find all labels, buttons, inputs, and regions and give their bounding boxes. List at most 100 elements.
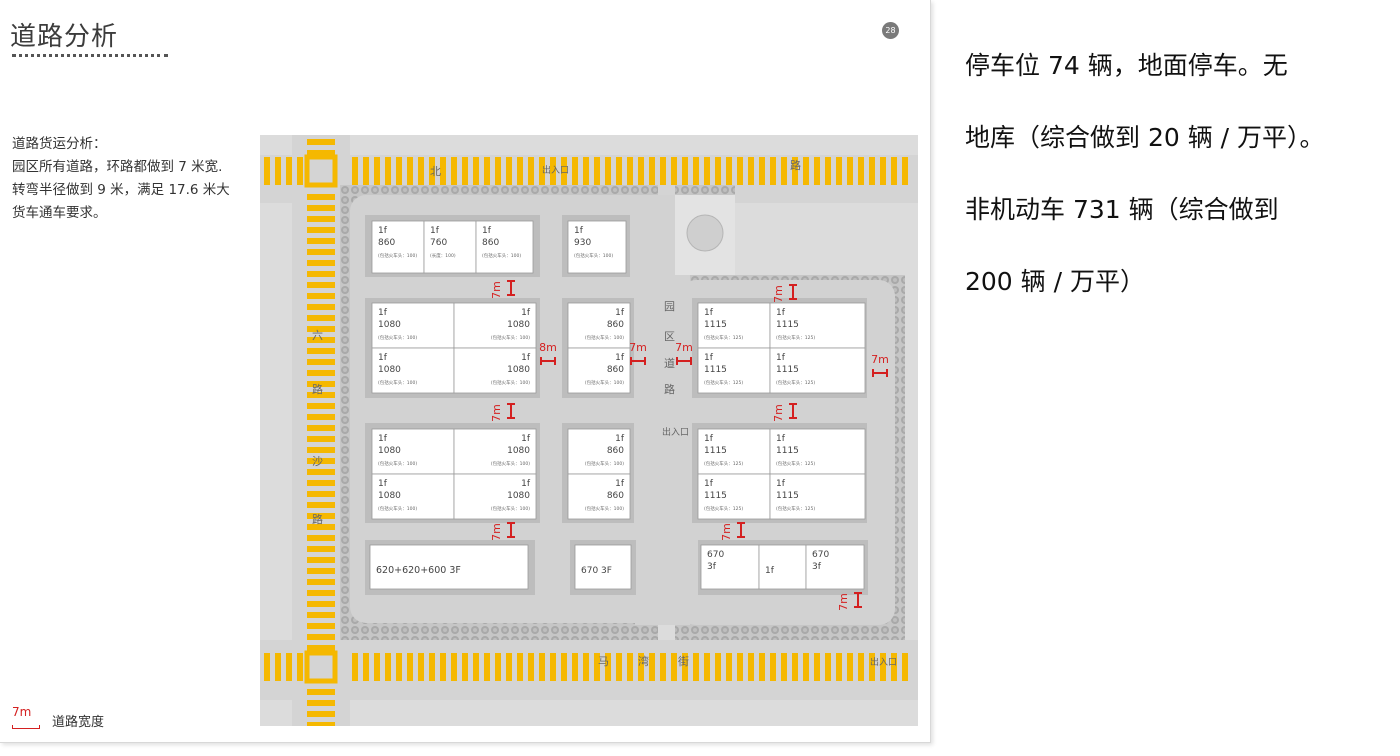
building-note: (包括火车头：100) <box>585 460 624 467</box>
stripe-left <box>307 623 335 629</box>
building-note: (包括火车头：125) <box>704 505 743 512</box>
stripe-top <box>550 157 556 185</box>
stripe-bottom <box>550 653 556 681</box>
stripe-bottom <box>484 653 490 681</box>
page-title: 道路分析 <box>10 22 119 52</box>
road-width-label: 7m <box>629 341 647 354</box>
stripe-top <box>660 157 666 185</box>
stripe-left <box>307 205 335 211</box>
stripe-top <box>770 157 776 185</box>
building-note: (包括火车头：100) <box>378 460 417 467</box>
building-note: (包括火车头：100) <box>585 334 624 341</box>
road-width-marker: 7m <box>720 522 745 541</box>
building-area: 1115 <box>776 491 799 501</box>
building-outline <box>758 544 807 590</box>
stripe-bottom <box>385 653 391 681</box>
stripe-bottom <box>891 653 897 681</box>
road-label-bottom-2: 湾 <box>638 654 649 668</box>
stripe-top <box>275 157 281 185</box>
building-area: 1115 <box>704 491 727 501</box>
stripe-bottom <box>495 653 501 681</box>
building-outline <box>567 220 627 274</box>
building-area: 1f <box>765 566 775 576</box>
stripe-top <box>836 157 842 185</box>
page-number-badge: 28 <box>882 22 899 39</box>
building-area: 3f <box>707 562 717 572</box>
stripe-left <box>307 546 335 552</box>
road-label-bottom-3: 街 <box>678 654 689 668</box>
building-area: 860 <box>607 446 624 456</box>
stripe-left <box>307 557 335 563</box>
road-width-label: 7m <box>772 285 785 303</box>
stripe-top <box>539 157 545 185</box>
slide-panel: 道路分析 28 道路货运分析： 园区所有道路，环路都做到 7 米宽. 转弯半径做… <box>0 0 931 743</box>
building-outline <box>769 428 866 475</box>
stripe-left <box>307 194 335 200</box>
stripe-top <box>407 157 413 185</box>
stripe-left <box>307 260 335 266</box>
stripe-left <box>307 491 335 497</box>
building-outline <box>567 428 631 475</box>
road-label-middle-2: 区 <box>664 330 675 343</box>
road-width-label: 7m <box>720 523 733 541</box>
building-floor: 1f <box>615 308 625 318</box>
road-width-marker: 8m <box>539 341 557 365</box>
road-width-label: 7m <box>490 404 503 422</box>
road-width-label: 7m <box>675 341 693 354</box>
stripe-top <box>781 157 787 185</box>
stripe-bottom <box>297 653 303 681</box>
stripe-top <box>638 157 644 185</box>
building-floor: 670 <box>707 550 724 560</box>
stripe-left <box>307 634 335 640</box>
stripe-left <box>307 722 335 726</box>
stripe-bottom <box>462 653 468 681</box>
stripe-bottom <box>572 653 578 681</box>
building-floor: 1f <box>378 226 388 236</box>
stripe-bottom <box>682 653 688 681</box>
building-floor: 1f <box>378 353 388 363</box>
stripe-bottom <box>704 653 710 681</box>
stripe-top <box>495 157 501 185</box>
building-outline <box>453 347 537 394</box>
building-floor: 1f <box>521 353 531 363</box>
stripe-bottom <box>880 653 886 681</box>
road-width-marker: 7m <box>772 284 797 303</box>
stripe-bottom <box>616 653 622 681</box>
stripe-bottom <box>825 653 831 681</box>
building-area: 1080 <box>507 491 530 501</box>
building-area: 620+620+600 3F <box>376 565 461 576</box>
stripe-left <box>307 414 335 420</box>
building-note: (包括火车头：100) <box>585 505 624 512</box>
building-note: (包括火车头：100) <box>378 379 417 386</box>
stripe-bottom <box>539 653 545 681</box>
building-outline <box>453 302 537 349</box>
building-area: 1080 <box>378 365 401 375</box>
stripe-left <box>307 238 335 244</box>
building-area: 1080 <box>378 320 401 330</box>
stripe-left <box>307 480 335 486</box>
stripe-top <box>385 157 391 185</box>
building-note: (长度：100) <box>430 252 456 259</box>
stripe-bottom <box>396 653 402 681</box>
building-outline <box>769 473 866 520</box>
parking-note-line-3: 非机动车 731 辆（综合做到 <box>965 195 1279 224</box>
stripe-bottom <box>473 653 479 681</box>
stripe-top <box>473 157 479 185</box>
main-road-stripes <box>264 139 908 726</box>
stripe-top <box>616 157 622 185</box>
building-note: (包括火车头：100) <box>378 505 417 512</box>
stripe-top <box>858 157 864 185</box>
road-width-label: 8m <box>539 341 557 354</box>
stripe-left <box>307 568 335 574</box>
stripe-bottom <box>506 653 512 681</box>
building-area: 860 <box>607 491 624 501</box>
stripe-top <box>352 157 358 185</box>
stripe-top <box>561 157 567 185</box>
